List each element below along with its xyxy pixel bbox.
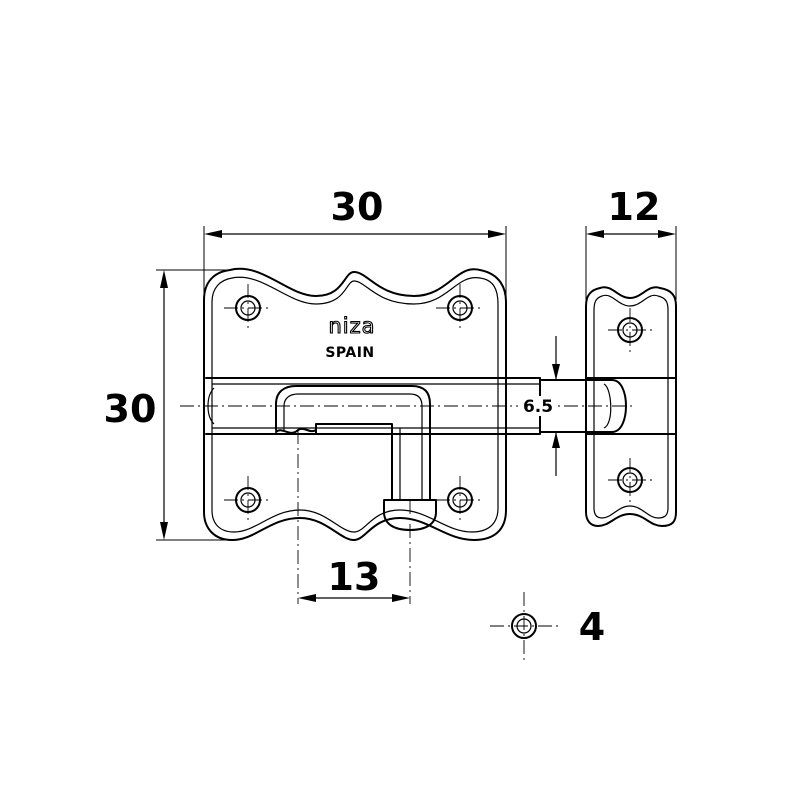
mounting-hole-bottom-right bbox=[436, 476, 484, 524]
brand-logo: niza bbox=[328, 314, 375, 338]
svg-text:30: 30 bbox=[331, 185, 384, 229]
side-outline bbox=[585, 286, 677, 527]
dimension-bolt-diameter: 6.5 bbox=[518, 336, 560, 476]
dimension-plate-height: 30 bbox=[104, 269, 234, 541]
side-hole-bottom bbox=[608, 458, 652, 502]
country-marking: SPAIN bbox=[325, 345, 374, 361]
mounting-hole-top-right bbox=[436, 284, 484, 332]
dimension-keeper-width: 13 bbox=[297, 430, 411, 604]
svg-text:4: 4 bbox=[579, 605, 605, 649]
mounting-hole-top-left bbox=[224, 284, 272, 332]
svg-text:6.5: 6.5 bbox=[523, 397, 553, 417]
mounting-hole-bottom-left bbox=[224, 476, 272, 524]
side-hole-top bbox=[608, 308, 652, 352]
svg-text:13: 13 bbox=[328, 555, 381, 599]
front-view: niza SPAIN bbox=[180, 267, 636, 541]
svg-text:30: 30 bbox=[104, 387, 157, 431]
plate-inner-edge bbox=[211, 276, 499, 533]
bolt-handle bbox=[275, 385, 431, 501]
plate-outline bbox=[203, 267, 507, 541]
svg-text:12: 12 bbox=[608, 185, 661, 229]
dimension-side-thickness: 12 bbox=[585, 185, 677, 300]
side-view bbox=[585, 286, 677, 527]
screw-hole-symbol: 4 bbox=[490, 592, 605, 660]
dimension-plate-width: 30 bbox=[203, 185, 507, 300]
